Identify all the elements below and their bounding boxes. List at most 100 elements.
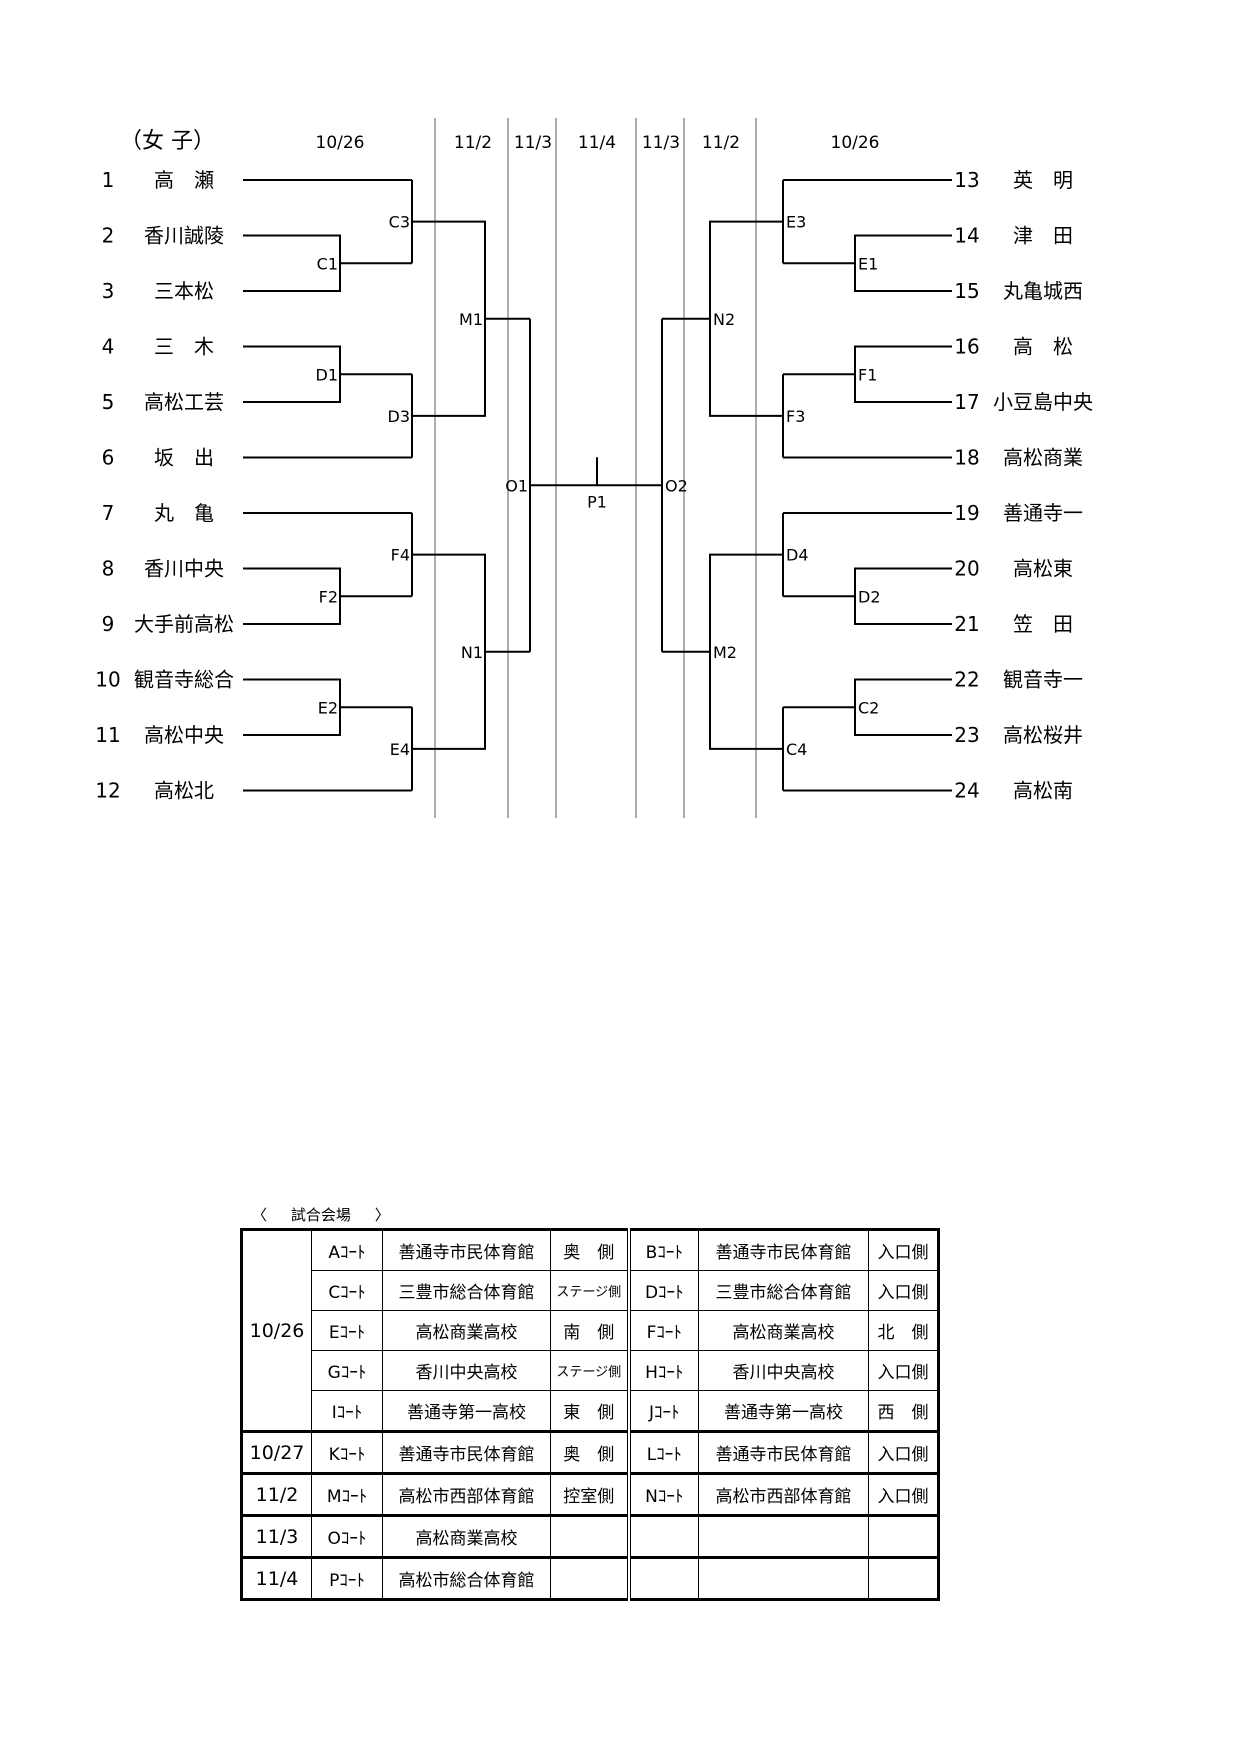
court-side xyxy=(868,1514,939,1558)
team-name: 英 明 xyxy=(1013,168,1073,192)
team-number: 15 xyxy=(954,279,979,303)
division-title: （女 子） xyxy=(120,129,215,154)
team-name: 三 木 xyxy=(154,335,214,359)
match-label: P1 xyxy=(587,492,607,511)
team-name: 高 瀬 xyxy=(154,168,214,192)
venue-name: 高松市西部体育館 xyxy=(382,1472,551,1516)
match-label: E3 xyxy=(786,213,806,232)
match-label: D4 xyxy=(786,546,809,565)
venue-name: 高松市西部体育館 xyxy=(698,1472,869,1516)
venue-date: 11/2 xyxy=(241,1472,312,1516)
team-number: 14 xyxy=(954,224,979,248)
team-number: 18 xyxy=(954,446,979,470)
court-name: Bｺｰﾄ xyxy=(626,1229,699,1271)
venue-name: 高松市総合体育館 xyxy=(382,1556,551,1600)
court-side: ステージ側 xyxy=(550,1350,629,1391)
match-label: C2 xyxy=(858,698,879,717)
match-label: C3 xyxy=(389,213,410,232)
date-header-right-third: 11/3 xyxy=(642,133,680,153)
team-number: 5 xyxy=(102,390,115,414)
team-name: 高松南 xyxy=(1013,779,1073,803)
court-side xyxy=(550,1556,629,1600)
court-name: Aｺｰﾄ xyxy=(311,1229,383,1271)
court-side xyxy=(868,1556,939,1600)
court-side xyxy=(550,1514,629,1558)
team-name: 小豆島中央 xyxy=(993,390,1093,414)
match-label: D3 xyxy=(388,407,411,426)
court-name: Cｺｰﾄ xyxy=(311,1270,383,1311)
team-name: 大手前高松 xyxy=(134,612,234,636)
venue-name: 善通寺市民体育館 xyxy=(382,1229,551,1271)
court-side: 入口側 xyxy=(868,1472,939,1516)
caption-open-bracket: 〈 xyxy=(252,1206,268,1224)
court-name xyxy=(626,1556,699,1600)
match-label: O2 xyxy=(665,476,688,495)
team-number: 23 xyxy=(954,723,979,747)
venue-name xyxy=(698,1556,869,1600)
team-name: 高 松 xyxy=(1013,335,1073,359)
team-name: 丸亀城西 xyxy=(1003,279,1083,303)
team-name: 香川中央 xyxy=(144,557,224,581)
court-name: Kｺｰﾄ xyxy=(311,1430,383,1474)
team-name: 丸 亀 xyxy=(154,501,214,525)
team-name: 三本松 xyxy=(154,279,214,303)
team-number: 8 xyxy=(102,557,115,581)
date-header-final: 11/4 xyxy=(578,133,616,153)
venue-date: 11/4 xyxy=(241,1556,312,1600)
court-side: 入口側 xyxy=(868,1229,939,1271)
venue-name: 高松商業高校 xyxy=(698,1310,869,1351)
venue-name: 善通寺市民体育館 xyxy=(698,1229,869,1271)
court-side: ステージ側 xyxy=(550,1270,629,1311)
team-number: 1 xyxy=(102,168,115,192)
court-side: 北 側 xyxy=(868,1310,939,1351)
court-name: Jｺｰﾄ xyxy=(626,1390,699,1432)
team-number: 7 xyxy=(102,501,115,525)
team-name: 高松中央 xyxy=(144,723,224,747)
match-label: N1 xyxy=(461,643,483,662)
venue-name: 高松商業高校 xyxy=(382,1310,551,1351)
court-name: Oｺｰﾄ xyxy=(311,1514,383,1558)
team-number: 12 xyxy=(95,779,120,803)
court-side: 入口側 xyxy=(868,1430,939,1474)
court-name: Iｺｰﾄ xyxy=(311,1390,383,1432)
team-number: 16 xyxy=(954,335,979,359)
caption-close-bracket: 〉 xyxy=(374,1206,390,1224)
team-number: 13 xyxy=(954,168,979,192)
court-name: Dｺｰﾄ xyxy=(626,1270,699,1311)
match-label: F3 xyxy=(786,407,805,426)
match-label: F4 xyxy=(391,546,410,565)
venue-name: 三豊市総合体育館 xyxy=(698,1270,869,1311)
match-label: F2 xyxy=(319,587,338,606)
team-number: 6 xyxy=(102,446,115,470)
venue-name: 善通寺第一高校 xyxy=(382,1390,551,1432)
court-name: Gｺｰﾄ xyxy=(311,1350,383,1391)
match-label: E4 xyxy=(390,740,410,759)
venue-name: 善通寺第一高校 xyxy=(698,1390,869,1432)
court-side: 東 側 xyxy=(550,1390,629,1432)
team-name: 高松東 xyxy=(1013,557,1073,581)
team-name: 高松商業 xyxy=(1003,446,1083,470)
team-number: 21 xyxy=(954,612,979,636)
court-name: Nｺｰﾄ xyxy=(626,1472,699,1516)
court-side: 南 側 xyxy=(550,1310,629,1351)
team-name: 高松桜井 xyxy=(1003,723,1083,747)
team-number: 10 xyxy=(95,668,120,692)
date-header-right-first: 10/26 xyxy=(831,133,880,153)
court-name: Fｺｰﾄ xyxy=(626,1310,699,1351)
team-name: 観音寺一 xyxy=(1003,668,1083,692)
court-side: 奥 側 xyxy=(550,1430,629,1474)
court-name xyxy=(626,1514,699,1558)
date-header-right-second: 11/2 xyxy=(702,133,740,153)
team-name: 坂 出 xyxy=(154,446,214,470)
team-number: 20 xyxy=(954,557,979,581)
court-side: 奥 側 xyxy=(550,1229,629,1271)
venue-name: 三豊市総合体育館 xyxy=(382,1270,551,1311)
team-name: 善通寺一 xyxy=(1003,501,1083,525)
